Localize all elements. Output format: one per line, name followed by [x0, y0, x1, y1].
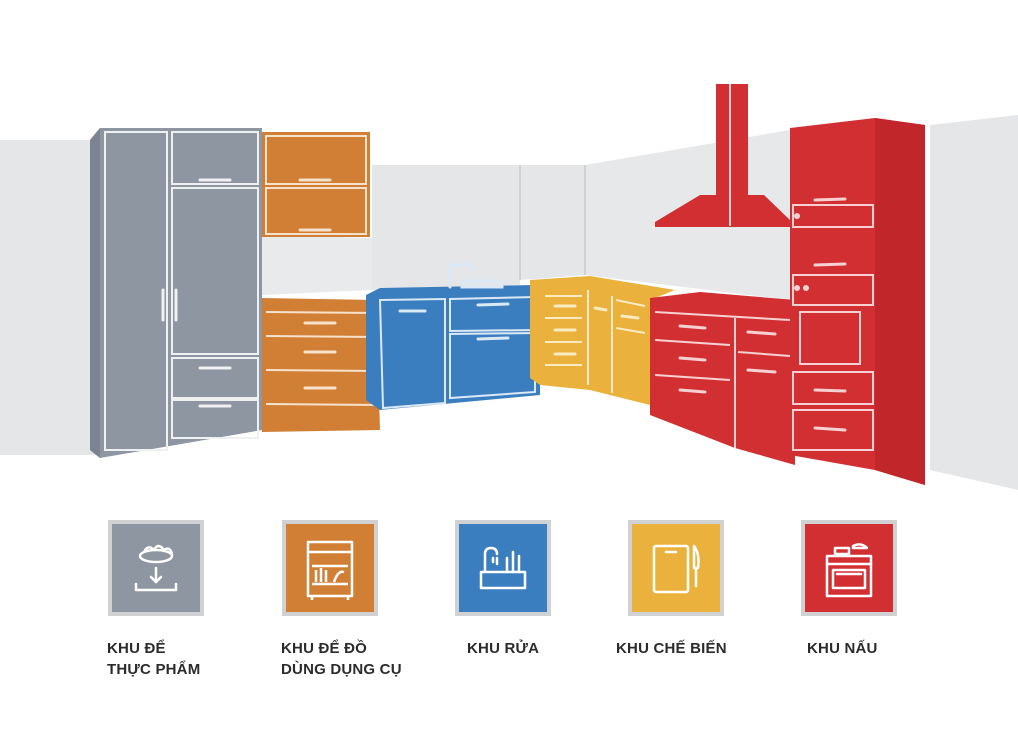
zone-utensils-label-line-1: KHU ĐỂ ĐỒ: [281, 640, 367, 657]
zone-storage-label-line-2: THỰC PHẨM: [107, 661, 201, 678]
dish-rack-icon: [306, 540, 354, 600]
zone-prep-label: KHU CHẾ BIẾN: [616, 638, 727, 659]
zone-sink-label-line-1: KHU RỬA: [467, 640, 540, 657]
kitchen-illustration: [0, 84, 1018, 490]
zone-prep-tile: [628, 520, 724, 616]
zone-cooking-tile: [801, 520, 897, 616]
food-storage-icon: [134, 544, 178, 592]
utensil-cabinets: [262, 132, 380, 432]
zone-storage-label-line-1: KHU ĐỂ: [107, 640, 166, 657]
zone-utensils-label: KHU ĐỂ ĐỒ DÙNG DỤNG CỤ: [281, 638, 402, 680]
zone-storage-label: KHU ĐỂ THỰC PHẨM: [107, 638, 200, 680]
sink-faucet-icon: [479, 546, 527, 590]
zone-cooking-label: KHU NẤU: [807, 638, 878, 659]
zone-utensils-label-line-2: DÙNG DỤNG CỤ: [281, 661, 402, 678]
faucet-shape: [448, 262, 504, 289]
zone-cooking-label-line-1: KHU NẤU: [807, 640, 878, 657]
stove-oven-icon: [825, 543, 873, 598]
storage-cabinets: [90, 128, 262, 458]
cutting-board-icon: [652, 544, 700, 594]
zone-utensils-tile: [282, 520, 378, 616]
zone-prep-label-line-1: KHU CHẾ BIẾN: [616, 640, 727, 657]
prep-counter: [530, 276, 675, 405]
zone-storage-tile: [108, 520, 204, 616]
cooking-area: [650, 84, 925, 485]
zone-sink-label: KHU RỬA: [467, 638, 539, 659]
zone-sink-tile: [455, 520, 551, 616]
